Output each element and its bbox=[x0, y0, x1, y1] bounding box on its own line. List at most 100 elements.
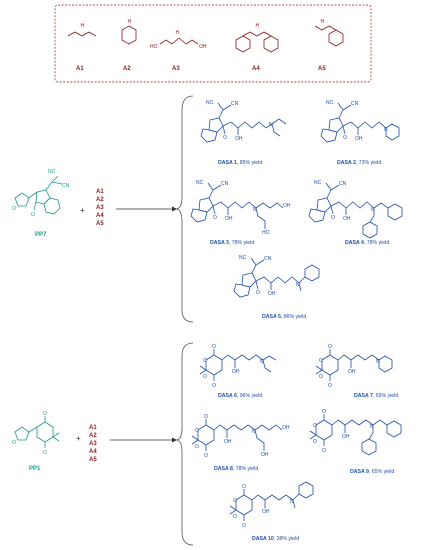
dasa-8-oh-right: OH bbox=[282, 425, 290, 431]
dasa-9-yield: , 65% yield bbox=[369, 469, 394, 475]
dasa-6-structure: O O O O OH N bbox=[199, 344, 277, 389]
pp7-label: PP7 bbox=[35, 232, 47, 238]
dasa-5-structure: NC CN O OH N bbox=[233, 255, 320, 298]
pp1-o-bottom: O bbox=[43, 450, 47, 456]
dasa-1-oh: OH bbox=[235, 136, 243, 142]
dasa-9-structure: O O O O OH N bbox=[309, 409, 402, 456]
dasa-1-nc: NC bbox=[206, 100, 214, 106]
amine-a2-h: H bbox=[128, 19, 132, 25]
dasa-4-oh: OH bbox=[343, 216, 351, 222]
reaction1-reagent-a3: A3 bbox=[96, 205, 104, 211]
dasa-10-oh: OH bbox=[262, 509, 270, 515]
dasa-7-o-ring-bottom: O bbox=[319, 374, 323, 380]
dasa-2-structure: NC CN O OH N bbox=[320, 100, 400, 143]
dasa-4-yield: , 78% yield bbox=[364, 240, 389, 246]
dasa-8-oh-bottom: OH bbox=[261, 452, 269, 458]
pp1-furan-o: O bbox=[12, 440, 16, 446]
pp7-nc: NC bbox=[48, 169, 56, 175]
dasa-1-yield: , 85% yield bbox=[237, 160, 262, 166]
pp1-label: PP1 bbox=[29, 466, 41, 472]
amine-a3-label: A3 bbox=[172, 66, 180, 72]
reaction2-arrowhead bbox=[172, 437, 177, 443]
pp7-carbonyl-o: O bbox=[31, 212, 35, 218]
reaction2-reagent-a5: A5 bbox=[89, 457, 97, 463]
dasa-10-yield: , 38% yield bbox=[274, 536, 299, 542]
dasa-10-o-bottom: O bbox=[242, 523, 246, 529]
dasa-5-yield: , 86% yield bbox=[281, 314, 306, 320]
dasa-9-o-ring-top: O bbox=[313, 423, 317, 429]
reaction1-reagent-a4: A4 bbox=[96, 213, 104, 219]
dasa-1-name: DASA 1 bbox=[218, 160, 237, 166]
dasa-1-caption: DASA 1, 85% yield bbox=[218, 160, 262, 166]
dasa-3-yield: , 78% yield bbox=[229, 240, 254, 246]
amine-a3-ho: HO bbox=[150, 44, 158, 50]
dasa-10-o-top: O bbox=[242, 484, 246, 490]
amine-a1-structure: H bbox=[67, 23, 97, 37]
dasa-10-name: DASA 10 bbox=[252, 536, 274, 542]
dasa-5-name: DASA 5 bbox=[262, 314, 281, 320]
dasa-3-n: N bbox=[253, 207, 257, 213]
reaction2-bracket bbox=[175, 342, 194, 546]
dasa-3-caption: DASA 3, 78% yield bbox=[210, 240, 254, 246]
dasa-6-caption: DASA 6, 96% yield bbox=[218, 393, 262, 399]
reaction2-reagent-a4: A4 bbox=[89, 449, 97, 455]
amine-a1-h: H bbox=[81, 23, 85, 29]
dasa-3-o: O bbox=[213, 215, 217, 221]
amine-a2-structure: H bbox=[121, 19, 137, 45]
dasa-2-yield: , 73% yield bbox=[356, 160, 381, 166]
dasa-6-name: DASA 6 bbox=[218, 393, 237, 399]
dasa-2-name: DASA 2 bbox=[337, 160, 356, 166]
dasa-6-o-bottom: O bbox=[212, 383, 216, 389]
reaction1-arrowhead bbox=[172, 206, 177, 212]
dasa-3-structure: NC CN O OH N OH HO bbox=[190, 180, 291, 236]
dasa-9-caption: DASA 9, 65% yield bbox=[350, 469, 394, 475]
dasa-9-o-bottom: O bbox=[322, 448, 326, 454]
dasa-6-oh: OH bbox=[232, 369, 240, 375]
amine-a4-h: H bbox=[256, 23, 260, 29]
dasa-3-ho-bottom: HO bbox=[262, 230, 270, 236]
reaction1-plus: + bbox=[80, 206, 85, 215]
dasa-6-o-top: O bbox=[212, 344, 216, 350]
dasa-9-o-ring-bottom: O bbox=[313, 439, 317, 445]
amine-a3-oh: OH bbox=[199, 44, 207, 50]
pp1-o-top: O bbox=[43, 411, 47, 417]
dasa-7-name: DASA 7 bbox=[354, 393, 373, 399]
dasa-2-nc: NC bbox=[326, 100, 334, 106]
dasa-2-oh: OH bbox=[355, 136, 363, 142]
dasa-8-oh: OH bbox=[224, 439, 232, 445]
dasa-7-yield: , 65% yield bbox=[373, 393, 398, 399]
dasa-6-o-ring-bottom: O bbox=[203, 374, 207, 380]
dasa-7-o-ring-top: O bbox=[319, 358, 323, 364]
dasa-4-o: O bbox=[331, 215, 335, 221]
dasa-1-o: O bbox=[223, 135, 227, 141]
dasa-8-name: DASA 8 bbox=[214, 466, 233, 472]
reaction1-reagent-a5: A5 bbox=[96, 221, 104, 227]
reaction1-reagent-a2: A2 bbox=[96, 197, 104, 203]
dasa-3-name: DASA 3 bbox=[210, 240, 229, 246]
dasa-10-caption: DASA 10, 38% yield bbox=[252, 536, 299, 542]
dasa-7-oh: OH bbox=[348, 369, 356, 375]
dasa-3-oh: OH bbox=[225, 216, 233, 222]
dasa-10-structure: O O O O OH N bbox=[229, 481, 314, 529]
dasa-6-n: N bbox=[260, 359, 264, 365]
amine-box bbox=[54, 4, 372, 83]
dasa-7-n: N bbox=[376, 359, 380, 365]
reaction2-plus: + bbox=[76, 434, 81, 443]
dasa-4-n: N bbox=[371, 207, 375, 213]
dasa-1-n: N bbox=[269, 122, 273, 128]
dasa-4-cn: CN bbox=[339, 181, 347, 187]
reaction2-reagent-a2: A2 bbox=[89, 433, 97, 439]
reaction1-reagent-a1: A1 bbox=[96, 189, 104, 195]
dasa-10-n: N bbox=[290, 499, 294, 505]
dasa-2-cn: CN bbox=[351, 101, 359, 107]
dasa-4-nc: NC bbox=[314, 180, 322, 186]
amine-a5-structure: H bbox=[314, 19, 344, 47]
pp1-structure: O O O bbox=[12, 411, 60, 456]
dasa-7-o-top: O bbox=[328, 344, 332, 350]
reaction2-reagent-a3: A3 bbox=[89, 441, 97, 447]
dasa-8-structure: O O O O OH N OH OH bbox=[191, 414, 290, 459]
amine-a1-label: A1 bbox=[76, 66, 84, 72]
pp7-cn: CN bbox=[62, 183, 70, 189]
dasa-2-n: N bbox=[384, 127, 388, 133]
